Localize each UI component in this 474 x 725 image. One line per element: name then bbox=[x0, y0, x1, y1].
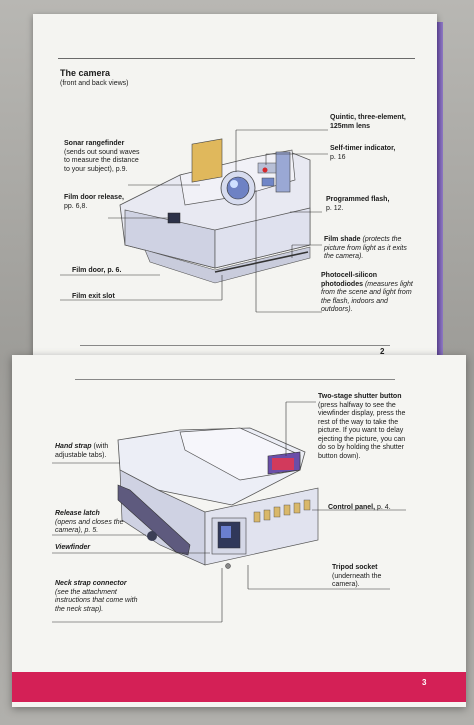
callout-label: Film door release, bbox=[64, 194, 124, 201]
callout-desc: (sends out sound waves to measure the di… bbox=[64, 148, 140, 173]
callout-film-door-release: Film door release, pp. 6,8. bbox=[64, 194, 124, 211]
callout-label: Two-stage shutter button bbox=[318, 393, 402, 400]
callout-desc: (underneath the camera). bbox=[332, 572, 382, 589]
bottom-rule-top-page bbox=[80, 345, 390, 346]
callout-desc: p. 16 bbox=[330, 153, 346, 161]
callout-desc: pp. 6,8. bbox=[64, 202, 88, 210]
callout-label: Photocell-silicon photodiodes bbox=[321, 272, 378, 288]
callout-desc: (with adjustable tabs). bbox=[55, 443, 109, 459]
callout-label: Control panel, bbox=[328, 504, 376, 511]
callout-tripod-socket: Tripod socket (underneath the camera). bbox=[332, 564, 402, 590]
callout-film-door: Film door, p. 6. bbox=[72, 267, 122, 274]
callout-shutter-button: Two-stage shutter button (press halfway … bbox=[318, 393, 406, 461]
callout-desc: p. 12. bbox=[326, 204, 344, 212]
callout-desc: (measures light from the scene and light… bbox=[321, 280, 413, 314]
page-number-3: 3 bbox=[422, 678, 427, 687]
callout-lens: Quintic, three-element, 125mm lens bbox=[330, 114, 406, 130]
top-rule-bottom-page bbox=[75, 379, 395, 380]
callout-label: Tripod socket bbox=[332, 564, 378, 571]
callout-desc: p. 4. bbox=[377, 504, 391, 511]
callout-label: Release latch bbox=[55, 510, 100, 517]
callout-desc: (press halfway to see the viewfinder dis… bbox=[318, 401, 406, 460]
callout-photocell: Photocell-silicon photodiodes (measures … bbox=[321, 272, 417, 315]
callout-label: Hand strap bbox=[55, 443, 92, 450]
page-subtitle: (front and back views) bbox=[60, 80, 129, 87]
callout-viewfinder: Viewfinder bbox=[55, 544, 91, 551]
callout-control-panel: Control panel, p. 4. bbox=[328, 504, 391, 513]
callout-self-timer: Self-timer indicator, p. 16 bbox=[330, 145, 410, 162]
page-edge bbox=[437, 22, 443, 362]
callout-desc: (opens and closes the camera), p. 5. bbox=[55, 518, 124, 535]
callout-label: Film shade bbox=[324, 236, 361, 243]
accent-band bbox=[12, 672, 466, 702]
callout-film-exit-slot: Film exit slot bbox=[72, 293, 115, 300]
callout-release-latch: Release latch (opens and closes the came… bbox=[55, 510, 127, 536]
page-number-2: 2 bbox=[380, 347, 385, 356]
page-title: The camera bbox=[60, 68, 111, 78]
callout-hand-strap: Hand strap (with adjustable tabs). bbox=[55, 443, 125, 460]
callout-desc: (see the attachment instructions that co… bbox=[55, 588, 138, 613]
callout-sonar-rangefinder: Sonar rangefinder (sends out sound waves… bbox=[64, 140, 144, 174]
callout-label: Sonar rangefinder bbox=[64, 140, 125, 147]
top-rule bbox=[58, 58, 415, 59]
callout-neck-strap: Neck strap connector (see the attachment… bbox=[55, 580, 147, 614]
callout-label: Programmed flash, bbox=[326, 196, 390, 203]
callout-label: Neck strap connector bbox=[55, 580, 127, 587]
callout-label: Self-timer indicator, bbox=[330, 145, 396, 152]
callout-film-shade: Film shade (protects the picture from li… bbox=[324, 236, 416, 262]
callout-programmed-flash: Programmed flash, p. 12. bbox=[326, 196, 411, 213]
callout-desc: (protects the picture from light as it e… bbox=[324, 236, 407, 260]
